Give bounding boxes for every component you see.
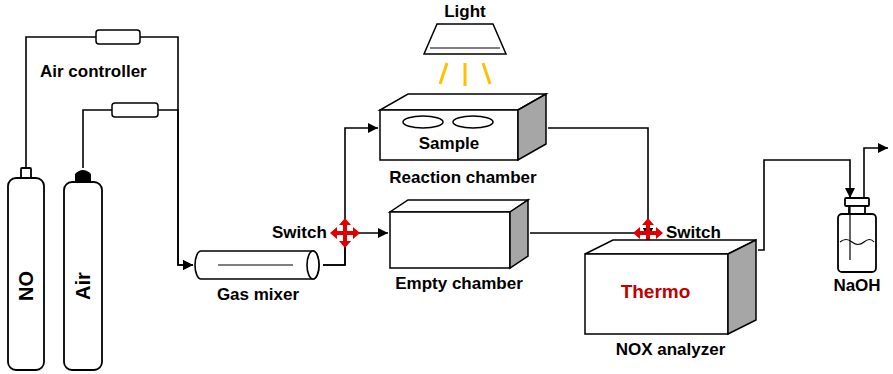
gas-cylinder: NO — [6, 168, 46, 372]
bubbler-tube — [849, 206, 850, 260]
node-text: NO — [16, 271, 36, 301]
chamber-top — [390, 200, 528, 212]
lamp-window — [430, 47, 500, 48]
gas-line — [548, 128, 648, 238]
gas-line — [323, 233, 388, 265]
node-text: Empty chamber — [395, 274, 523, 294]
analyzer-side — [728, 240, 756, 334]
node-outline — [6, 168, 46, 372]
flow-controller — [96, 30, 140, 44]
reaction-chamber: SampleReaction chamber — [378, 92, 548, 192]
sample-dish — [453, 116, 493, 128]
cylinder-valve — [75, 170, 91, 183]
chamber-side — [518, 94, 546, 160]
node-text: Sample — [419, 134, 479, 154]
gas-line — [26, 37, 193, 265]
nox-analyzer: ThermoNOX analyzer — [583, 238, 758, 363]
chamber-front — [380, 110, 518, 160]
node-text: Light — [444, 2, 486, 22]
light-source: Light — [420, 2, 510, 60]
node-text: Thermo — [621, 282, 691, 302]
gas-cylinder: Air — [62, 168, 104, 372]
switch-valve — [330, 218, 360, 248]
sample-dish — [403, 116, 443, 128]
node-text: Air — [73, 272, 93, 300]
gas-mixer: Gas mixer — [193, 250, 323, 308]
naoh-trap: NaOH — [828, 198, 886, 298]
light-rays — [440, 63, 490, 86]
analyzer-top — [585, 240, 756, 254]
analyzer-front — [585, 254, 728, 334]
node-text: Gas mixer — [217, 285, 299, 305]
chamber-side — [510, 200, 528, 268]
flow-controller — [112, 103, 158, 117]
bottle-cap — [845, 198, 869, 206]
mixer-core — [218, 264, 293, 265]
liquid-surface — [840, 240, 874, 245]
switch-label: Switch — [666, 223, 721, 243]
node-text: Reaction chamber — [389, 168, 536, 188]
cylinder-body — [8, 178, 44, 370]
outlet-tube — [864, 148, 888, 198]
lamp-housing — [424, 24, 506, 54]
switch-label: Switch — [272, 223, 327, 243]
node-text: NOX analyzer — [616, 340, 726, 360]
bottle-body — [838, 214, 876, 272]
node-text: NaOH — [833, 276, 880, 296]
gas-line — [530, 233, 648, 238]
mixer-body — [195, 251, 319, 279]
mixer-end — [307, 251, 319, 279]
empty-chamber: Empty chamber — [388, 198, 530, 296]
node-outline — [62, 168, 104, 372]
cylinder-body — [64, 182, 102, 370]
gas-line — [323, 128, 378, 265]
gas-line — [758, 160, 850, 250]
chamber-front — [390, 212, 510, 268]
controller-label: Air controller — [40, 62, 147, 82]
